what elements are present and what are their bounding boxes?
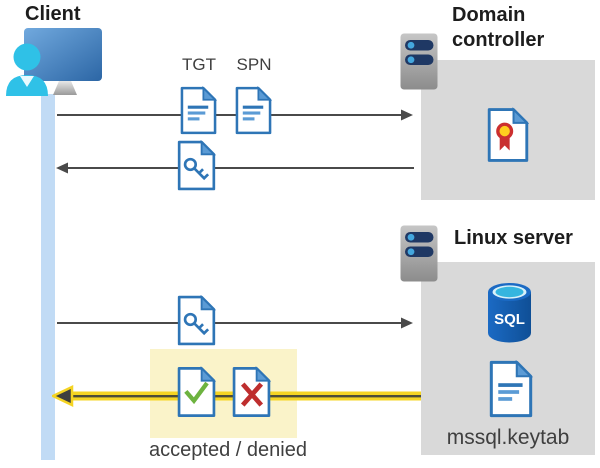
linux-server-server-icon <box>400 225 438 282</box>
spn-label: SPN <box>236 55 272 74</box>
spn-document-icon <box>235 86 272 135</box>
key-ticket-icon-response <box>177 140 216 191</box>
user-icon <box>6 43 48 96</box>
accepted-document-icon <box>177 366 216 417</box>
service-ticket-request-arrow <box>57 317 413 329</box>
domain-controller-server-icon <box>400 33 438 90</box>
client-lifeline <box>41 94 55 460</box>
tgt-document-icon <box>180 86 217 135</box>
tgt-spn-request-arrow <box>57 109 413 121</box>
client-title: Client <box>25 3 81 25</box>
linux-server-title: Linux server <box>454 227 573 249</box>
domain-controller-title: Domain controller <box>452 4 545 51</box>
sql-database-icon: SQL <box>488 283 531 343</box>
client-computer-user-icon <box>6 28 102 96</box>
keytab-document-icon <box>489 360 533 418</box>
accepted-denied-label: accepted / denied <box>149 439 307 461</box>
sql-icon-label: SQL <box>494 311 525 328</box>
tgt-label: TGT <box>182 55 216 74</box>
denied-document-icon <box>232 366 271 417</box>
keytab-filename: mssql.keytab <box>446 426 570 449</box>
ticket-response-arrow <box>56 162 414 174</box>
monitor-icon <box>24 28 102 81</box>
monitor-stand-icon <box>53 81 77 95</box>
key-ticket-icon-request <box>177 295 216 346</box>
certificate-document-icon <box>487 107 529 162</box>
